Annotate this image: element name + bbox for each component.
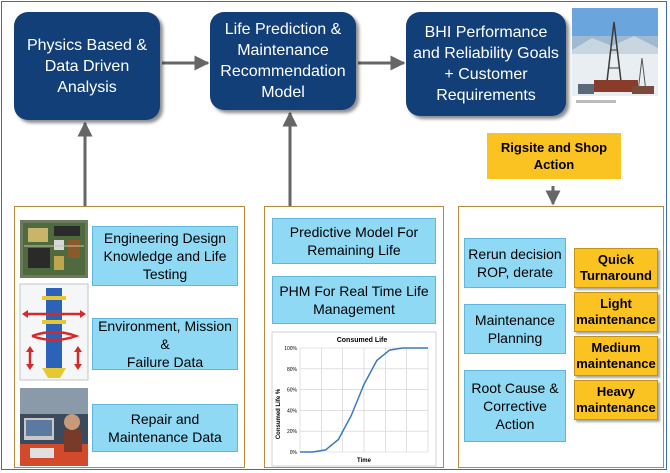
physics-analysis-box: Physics Based & Data Driven Analysis [14,12,160,120]
phm-realtime-label: PHM For Real Time Life Management [279,283,429,317]
chart-xlabel: Time [357,458,372,464]
medium-maintenance-label: Medium maintenance [576,340,656,371]
maintenance-planning-label: Maintenance Planning [474,312,556,346]
chart-y-tick-label: 0% [290,450,298,456]
bhi-goals-box: BHI Performance and Reliability Goals + … [406,12,566,116]
life-prediction-box: Life Prediction & Maintenance Recommenda… [210,12,356,110]
predictive-model-box: Predictive Model For Remaining Life [272,218,436,264]
environment-mission-label: Environment, Mission & Failure Data [98,318,232,370]
chart-y-ticks: 0% 20% 40% 60% 80% 100% [284,346,297,456]
consumed-life-chart: Consumed Life 0% 20% 40% 60% 80% 100% Consume… [271,331,437,467]
repair-maintenance-label: Repair and Maintenance Data [108,411,222,445]
chart-y-tick-label: 80% [287,367,298,373]
predictive-model-label: Predictive Model For Remaining Life [289,224,419,258]
bhi-goals-label: BHI Performance and Reliability Goals + … [413,24,559,104]
physics-analysis-label: Physics Based & Data Driven Analysis [26,36,148,96]
heavy-maintenance-box: Heavy maintenance [574,380,658,420]
chart-y-tick-label: 60% [287,388,298,394]
quick-turnaround-label: Quick Turnaround [580,252,652,283]
chart-grid [299,347,429,453]
repair-maintenance-box: Repair and Maintenance Data [92,404,238,452]
environment-mission-box: Environment, Mission & Failure Data [92,318,238,370]
root-cause-label: Root Cause & Corrective Action [471,380,559,432]
medium-maintenance-box: Medium maintenance [574,336,658,376]
heavy-maintenance-label: Heavy maintenance [576,384,656,415]
engineering-design-box: Engineering Design Knowledge and Life Te… [92,226,238,286]
chart-y-tick-label: 100% [284,346,297,352]
light-maintenance-box: Light maintenance [574,292,658,332]
rerun-decision-label: Rerun decision ROP, derate [468,246,562,280]
pcb-photo [20,220,88,278]
quick-turnaround-box: Quick Turnaround [574,248,658,288]
drill-tool-diagram-icon [19,283,89,381]
rerun-decision-box: Rerun decision ROP, derate [464,238,566,288]
rigsite-action-label: Rigsite and Shop Action [500,140,608,172]
life-prediction-label: Life Prediction & Maintenance Recommenda… [220,21,346,101]
chart-y-tick-label: 40% [287,408,298,414]
maintenance-planning-box: Maintenance Planning [464,304,566,354]
light-maintenance-label: Light maintenance [576,296,656,327]
chart-ylabel: Consumed Life % [276,388,282,439]
chart-series-line [300,347,428,453]
chart-y-tick-label: 20% [287,429,298,435]
drilling-rig-photo [572,8,658,108]
engineering-design-label: Engineering Design Knowledge and Life Te… [103,230,227,282]
root-cause-box: Root Cause & Corrective Action [464,370,566,442]
phm-realtime-box: PHM For Real Time Life Management [272,276,436,324]
rigsite-action-label-box: Rigsite and Shop Action [487,133,621,179]
repair-shop-photo [20,388,88,466]
chart-title: Consumed Life [337,337,388,344]
